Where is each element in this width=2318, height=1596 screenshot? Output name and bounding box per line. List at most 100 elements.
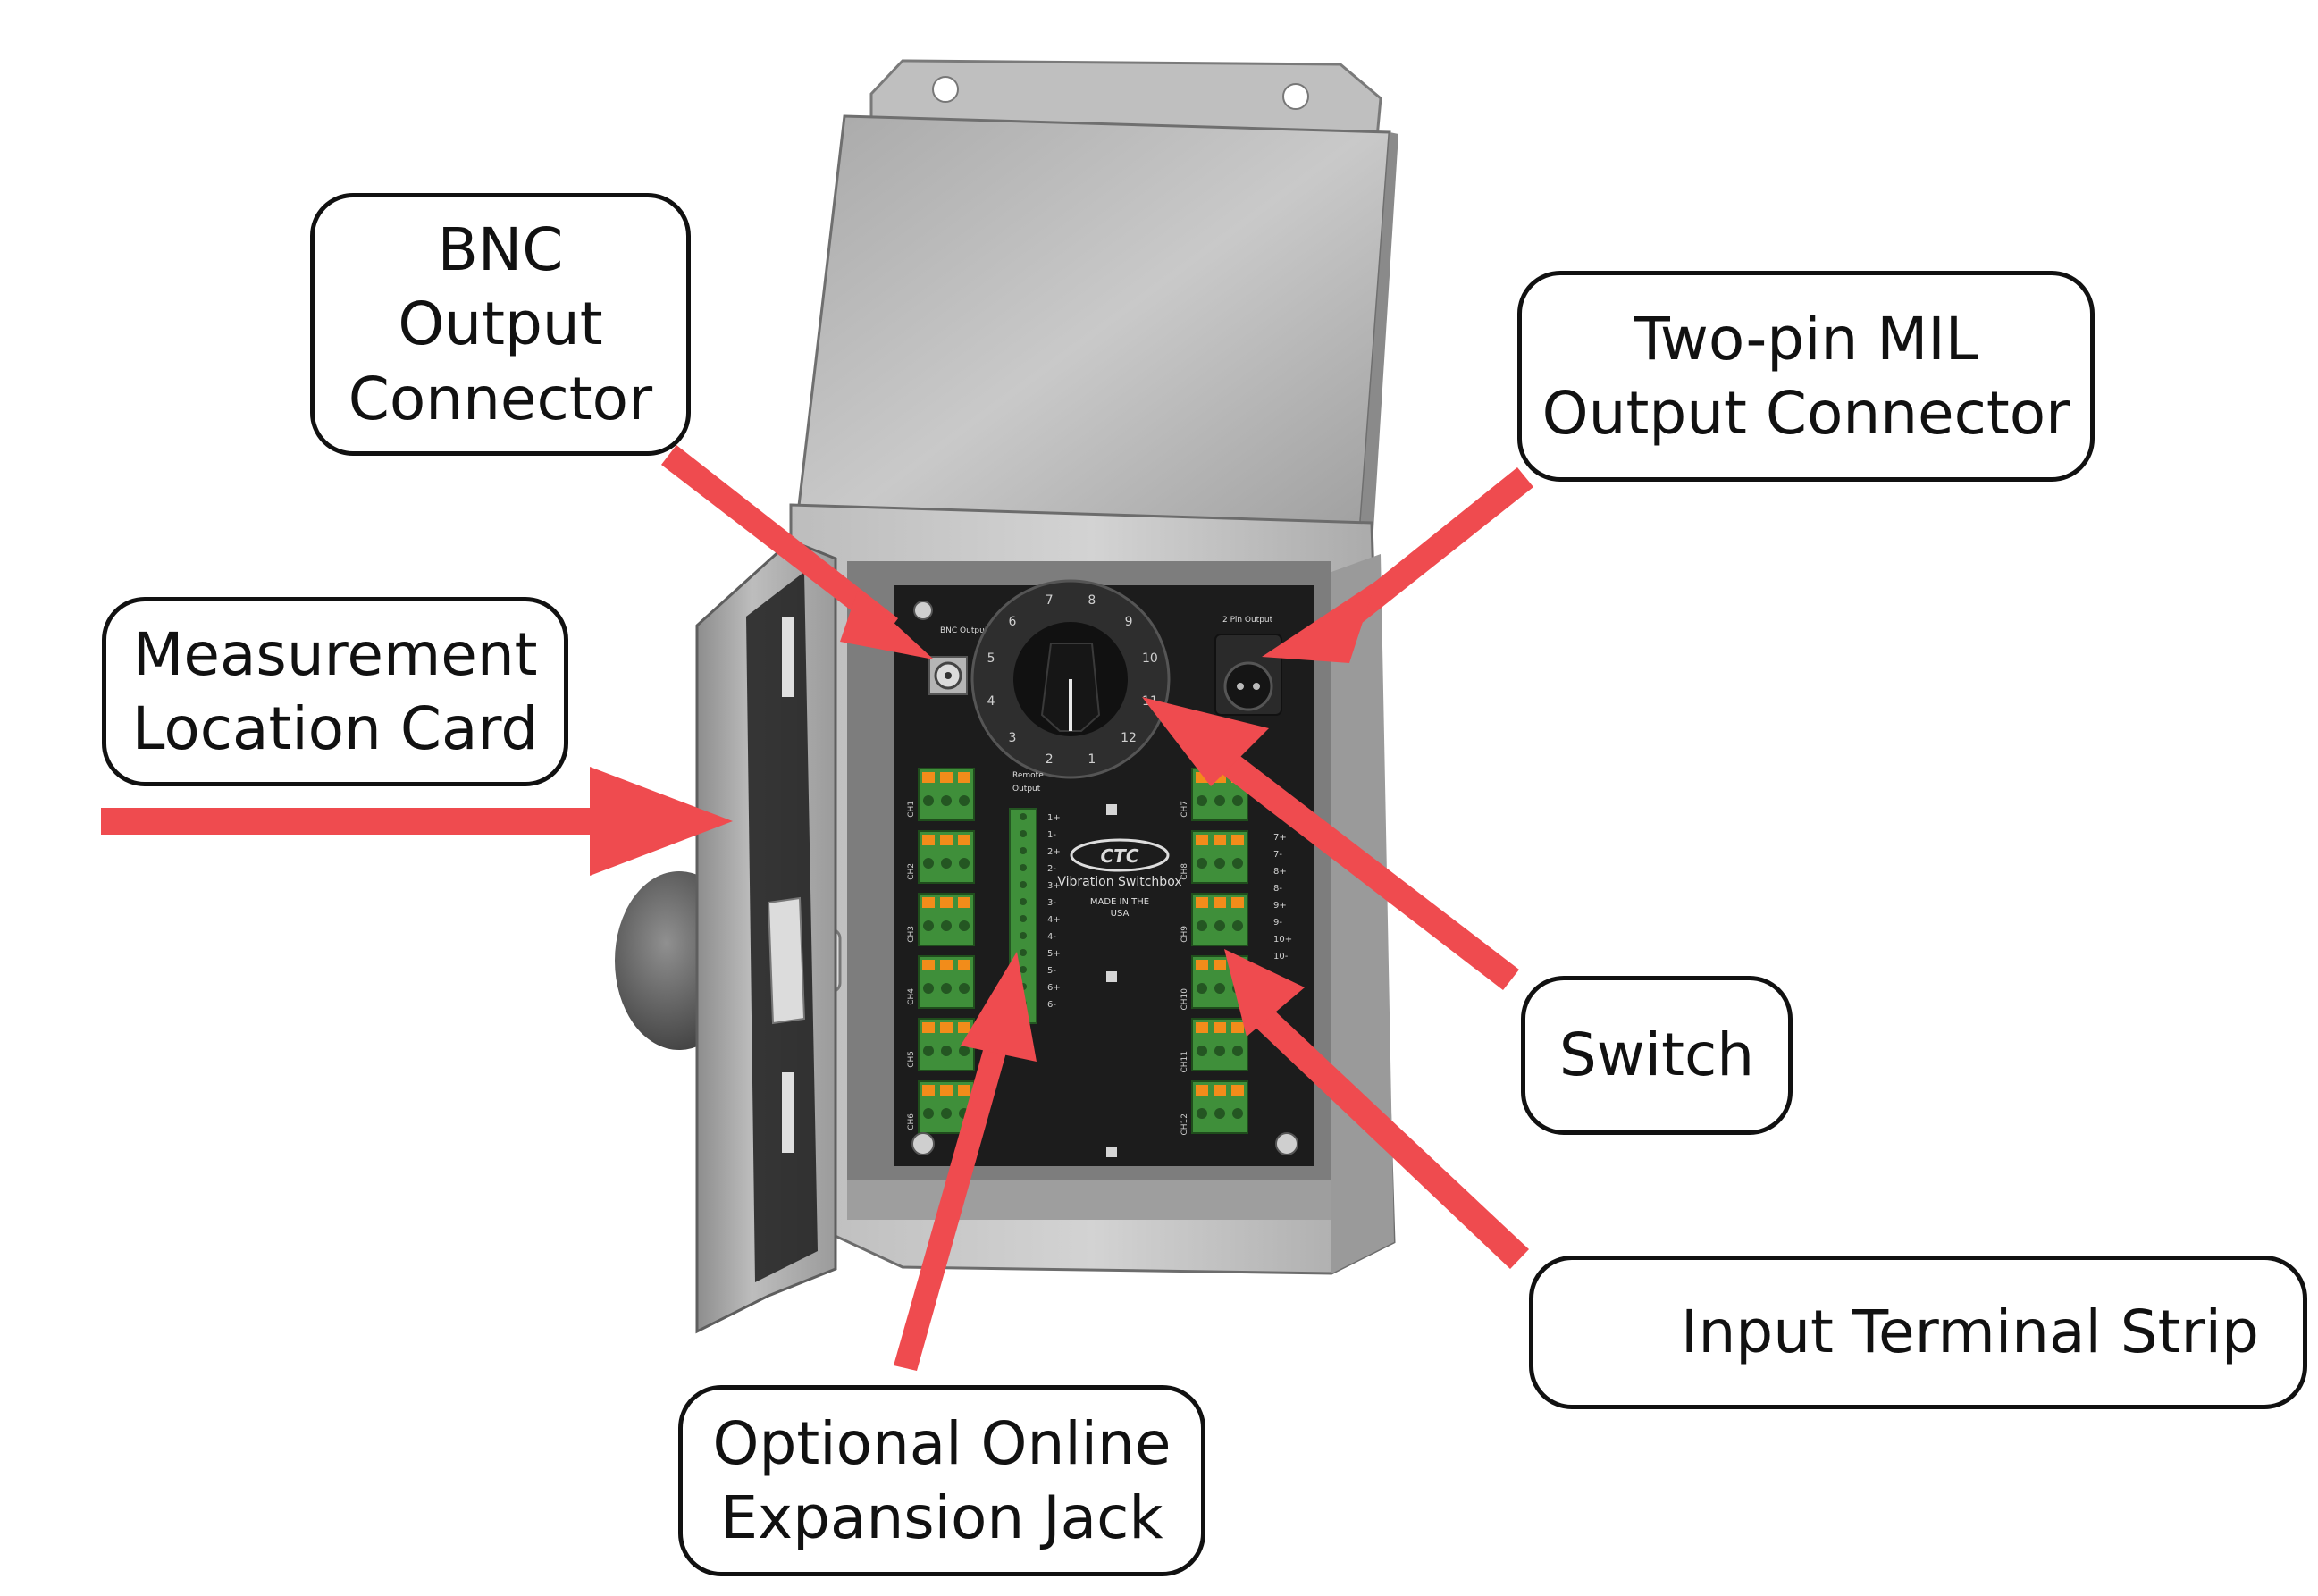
terminal-screw xyxy=(959,920,970,931)
terminal-lever xyxy=(1214,835,1226,845)
terminal-screw xyxy=(1214,1108,1225,1119)
right-pin-label: 10+ xyxy=(1273,935,1292,945)
dial-number: 6 xyxy=(1008,615,1016,629)
terminal-lever xyxy=(1196,1085,1208,1096)
brand-area: CTC Vibration Switchbox MADE IN THE USA xyxy=(1057,804,1182,1157)
channel-label: CH11 xyxy=(1180,1051,1189,1073)
right-pin-label: 10- xyxy=(1273,952,1289,962)
terminal-screw xyxy=(1197,795,1207,806)
channel-label: CH3 xyxy=(907,926,916,943)
terminal-screw xyxy=(1214,858,1225,869)
arrow-expansion-jack xyxy=(894,952,1037,1371)
terminal-screw xyxy=(941,983,952,994)
callout-text-line: Optional Online xyxy=(712,1408,1172,1478)
terminal-lever xyxy=(1214,960,1226,970)
terminal-screw xyxy=(1232,795,1243,806)
right-pin-label: 9+ xyxy=(1273,901,1287,911)
dial-number: 5 xyxy=(987,651,995,666)
terminal-block: CH12 xyxy=(1180,1080,1248,1136)
terminal-lever xyxy=(1196,1022,1208,1033)
callout-text-line: Location Card xyxy=(131,694,539,763)
callout-text-line: Measurement xyxy=(132,619,538,689)
callout-two-pin-mil-output-connector: Two-pin MIL Output Connector xyxy=(1517,271,2095,482)
arrow-mil xyxy=(1262,467,1533,663)
annotation-arrows xyxy=(101,445,1533,1371)
terminal-lever xyxy=(940,960,953,970)
pin-hole xyxy=(1020,813,1027,820)
callout-text-line: Input Terminal Strip xyxy=(1681,1298,2259,1367)
callout-input-terminal-strip: Input Terminal Strip xyxy=(1529,1256,2307,1409)
callout-text-line: Connector xyxy=(348,364,653,433)
callout-optional-online-expansion-jack: Optional Online Expansion Jack xyxy=(678,1385,1205,1576)
open-door xyxy=(695,539,837,1334)
dial-numbers: 123456789101112 xyxy=(987,593,1158,767)
panel-screws xyxy=(911,601,1298,1155)
terminal-screw xyxy=(1197,920,1207,931)
bnc-connector: BNC Output xyxy=(928,626,988,695)
right-pin-label: 9- xyxy=(1273,918,1282,928)
terminal-lever xyxy=(958,1022,970,1033)
channel-label: CH5 xyxy=(907,1051,916,1068)
terminal-screw xyxy=(1197,858,1207,869)
terminal-screw xyxy=(1232,920,1243,931)
callout-text-line: Output Connector xyxy=(1541,379,2070,448)
terminal-screw xyxy=(959,1046,970,1056)
made-in-line-2: USA xyxy=(1111,909,1130,919)
pin-hole xyxy=(1020,898,1027,905)
terminal-screw xyxy=(959,795,970,806)
pin-hole xyxy=(1020,847,1027,854)
terminal-lever xyxy=(1196,835,1208,845)
terminal-screw xyxy=(941,1046,952,1056)
callout-text-line: BNC xyxy=(437,215,564,285)
terminal-screw xyxy=(941,795,952,806)
arrow-measurement-card xyxy=(101,767,733,876)
pin-hole xyxy=(1020,830,1027,837)
channel-label: CH1 xyxy=(907,801,916,818)
dial-number: 4 xyxy=(987,694,995,709)
mil-output-label: 2 Pin Output xyxy=(1222,616,1273,625)
pin-hole xyxy=(1020,932,1027,939)
pin-hole xyxy=(1020,864,1027,871)
mil-connector: 2 Pin Output xyxy=(1214,616,1282,716)
arrow-bnc xyxy=(661,445,934,659)
channel-label: CH12 xyxy=(1180,1113,1189,1136)
terminal-screw xyxy=(941,920,952,931)
terminal-lever xyxy=(1231,1085,1244,1096)
callout-text-line: Two-pin MIL xyxy=(1634,304,1978,374)
remote-pin-labels: 1+1-2+2-3+3-4+4-5+5-6+6- xyxy=(1020,813,1061,1010)
remote-pin-label: 6- xyxy=(1047,1000,1056,1010)
terminal-screw xyxy=(1232,858,1243,869)
terminal-lever xyxy=(922,835,935,845)
pin-hole xyxy=(1020,966,1027,973)
terminal-screw xyxy=(923,1046,934,1056)
terminal-lever xyxy=(958,960,970,970)
terminal-lever xyxy=(958,897,970,908)
remote-pin-label: 1+ xyxy=(1047,813,1061,823)
terminal-screw xyxy=(941,1108,952,1119)
terminal-lever xyxy=(940,835,953,845)
terminal-block: CH3 xyxy=(907,893,975,946)
terminal-lever xyxy=(922,772,935,783)
arrow-switch xyxy=(1142,697,1519,990)
remote-pin-label: 5+ xyxy=(1047,949,1061,959)
terminal-lever xyxy=(922,960,935,970)
callout-text-line: Expansion Jack xyxy=(720,1483,1163,1552)
terminal-screw xyxy=(941,858,952,869)
product-name: Vibration Switchbox xyxy=(1057,875,1181,889)
callout-switch: Switch xyxy=(1521,976,1793,1135)
dial-number: 7 xyxy=(1046,593,1054,608)
dial-number: 10 xyxy=(1142,651,1158,666)
right-pin-label: 8+ xyxy=(1273,867,1287,877)
terminal-lever xyxy=(1196,897,1208,908)
callout-measurement-location-card: Measurement Location Card xyxy=(102,597,568,786)
remote-pin-label: 6+ xyxy=(1047,983,1061,993)
terminal-screw xyxy=(1214,983,1225,994)
terminal-lever xyxy=(940,1085,953,1096)
pin-hole xyxy=(1020,915,1027,922)
terminal-lever xyxy=(1231,835,1244,845)
remote-output-label-2: Output xyxy=(1012,785,1041,794)
terminal-lever xyxy=(940,897,953,908)
dial-number: 8 xyxy=(1088,593,1096,608)
terminal-lever xyxy=(1214,1022,1226,1033)
